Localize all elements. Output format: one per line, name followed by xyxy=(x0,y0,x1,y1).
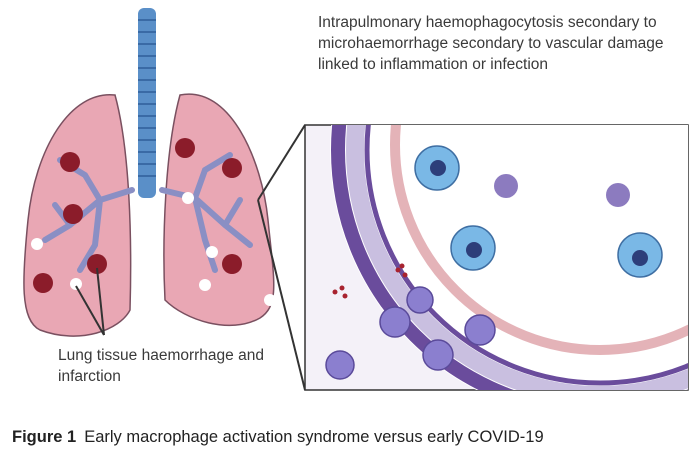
figure-label: Figure 1 xyxy=(12,428,77,446)
figure-caption: Figure 1 Early macrophage activation synd… xyxy=(12,428,544,447)
haemorrhage-annotation: Lung tissue haemorrhage and infarction xyxy=(58,347,264,385)
trachea xyxy=(138,8,156,198)
left-lung xyxy=(23,94,135,337)
haemophagocytes xyxy=(325,286,496,380)
right-lung xyxy=(159,93,276,327)
pointer-lines xyxy=(75,124,306,391)
figure-caption-text: Early macrophage activation syndrome ver… xyxy=(84,428,544,446)
inset-vessel xyxy=(304,124,689,391)
haemophagocytosis-annotation: Intrapulmonary haemophagocytosis seconda… xyxy=(318,14,664,73)
